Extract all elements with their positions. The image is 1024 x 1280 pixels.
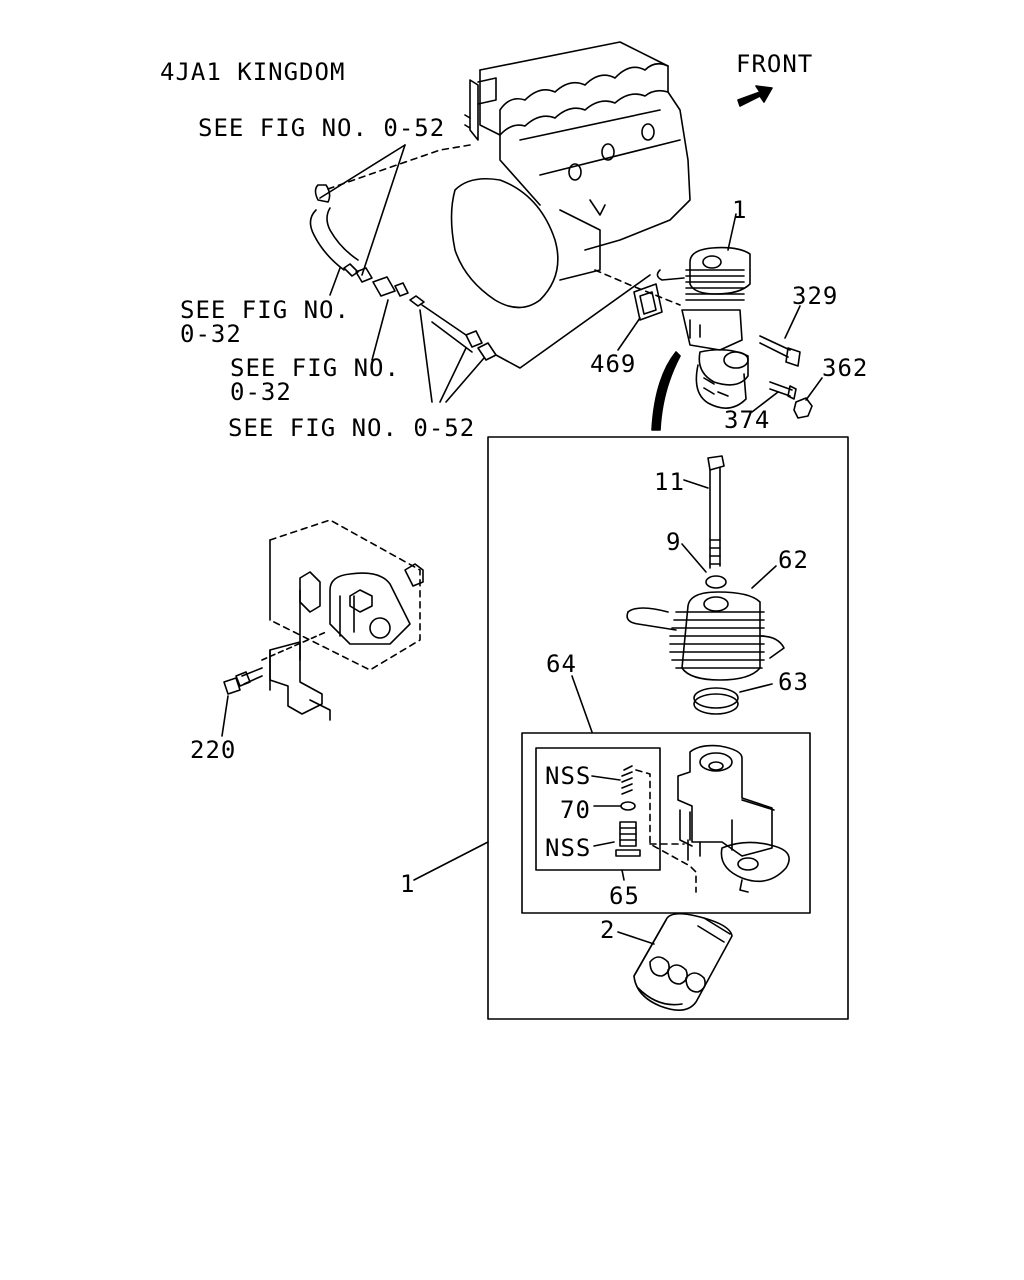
detail-box: [487, 436, 849, 1020]
oil-cooler-assembly-upper: [633, 246, 813, 419]
part-11-bolt: [707, 455, 725, 569]
front-label: FRONT: [736, 50, 814, 78]
ref-fig-0-32-b-line1: SEE FIG NO.: [230, 354, 400, 382]
callout-1-top: 1: [732, 196, 748, 224]
callout-329: 329: [792, 282, 839, 310]
ref-fig-0-32-a-line2: 0-32: [180, 320, 242, 348]
part-9-washer: [705, 575, 727, 589]
callout-nss-b: NSS: [545, 834, 592, 862]
ref-fig-0-32-b-line2: 0-32: [230, 378, 292, 406]
front-arrow-shape: [737, 85, 773, 107]
coolant-hoses: [309, 144, 681, 369]
part-63-o-ring: [693, 687, 739, 715]
ref-fig-0-52-top: SEE FIG NO. 0-52: [198, 114, 446, 142]
callout-220: 220: [190, 736, 237, 764]
callout-65: 65: [609, 882, 640, 910]
engine-block: [450, 41, 691, 309]
ref-leaders: [319, 144, 485, 403]
part-65-relief-valve: [615, 765, 697, 893]
upper-callout-leaders: [617, 213, 823, 413]
callout-nss-a: NSS: [545, 762, 592, 790]
detail-pointer: [651, 351, 681, 431]
lower-bracket-assembly: [221, 519, 424, 737]
callout-70: 70: [560, 796, 591, 824]
ref-fig-0-52-bottom: SEE FIG NO. 0-52: [228, 414, 476, 442]
sub-assembly-box-65: [535, 747, 661, 871]
ref-fig-0-32-a-line1: SEE FIG NO.: [180, 296, 350, 324]
part-64-housing: [677, 744, 790, 893]
callout-374: 374: [724, 406, 771, 434]
callout-1-box: 1: [400, 870, 416, 898]
diagram-title: 4JA1 KINGDOM: [160, 58, 346, 86]
callout-64: 64: [546, 650, 577, 678]
sub-assembly-box-64: [521, 732, 811, 914]
part-2-oil-filter: [633, 912, 733, 1011]
callout-9: 9: [666, 528, 682, 556]
callout-63: 63: [778, 668, 809, 696]
detail-callout-leaders: [413, 479, 777, 945]
callout-362: 362: [822, 354, 869, 382]
callout-2: 2: [600, 916, 616, 944]
callout-11: 11: [654, 468, 685, 496]
callout-62: 62: [778, 546, 809, 574]
callout-469: 469: [590, 350, 637, 378]
part-62-oil-cooler: [626, 591, 785, 681]
